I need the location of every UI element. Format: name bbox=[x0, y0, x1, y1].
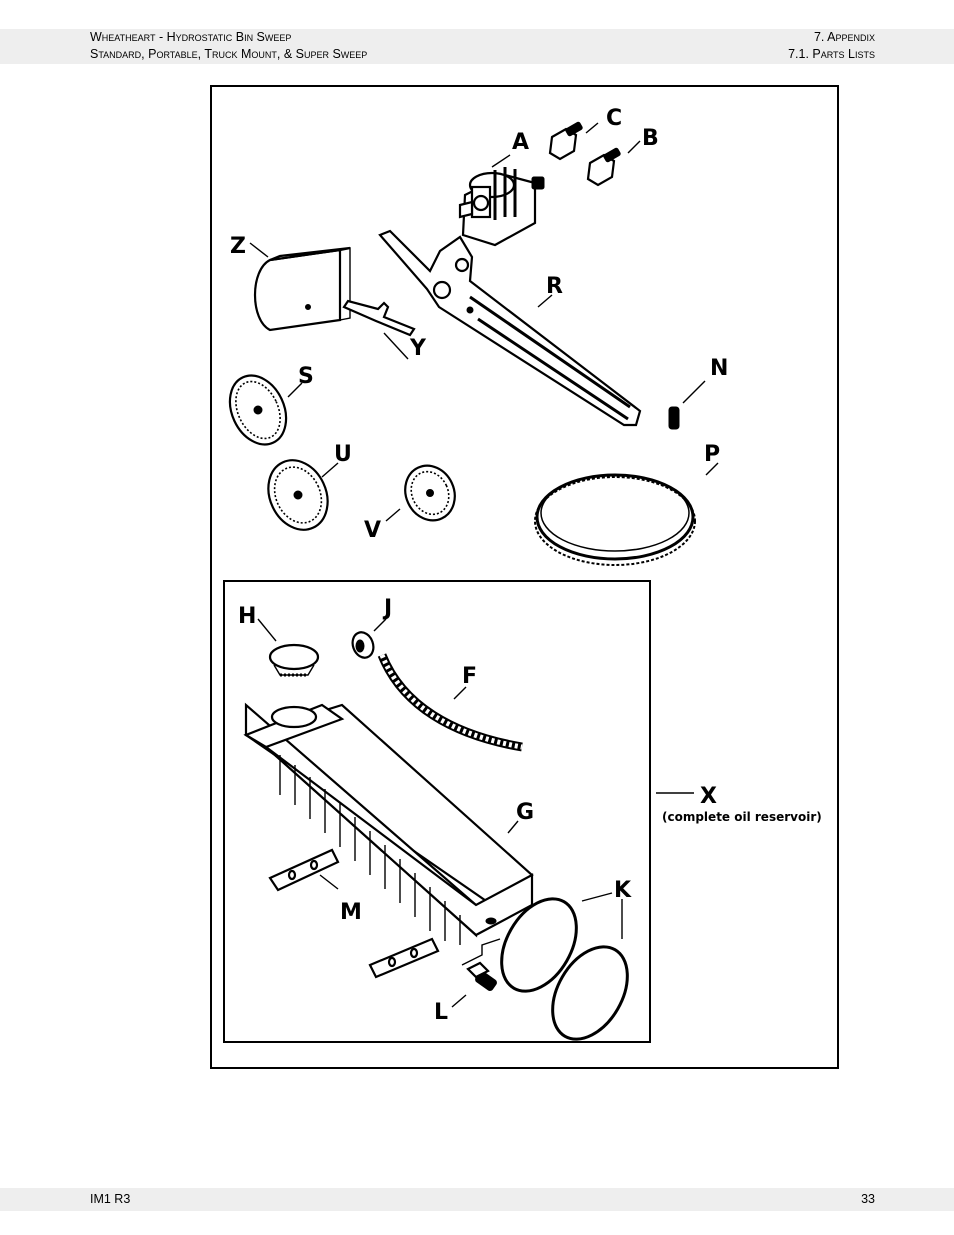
header-subtitle: Standard, Portable, Truck Mount, & Super… bbox=[90, 47, 368, 61]
parts-diagram: A B C Z R Y S N U P V H J F X (complete … bbox=[210, 85, 839, 1069]
part-p-belt bbox=[534, 473, 696, 566]
part-j-nut bbox=[351, 631, 375, 659]
footer-page-number: 33 bbox=[861, 1192, 875, 1206]
label-u: U bbox=[334, 442, 352, 467]
part-r-mount-arm bbox=[378, 229, 642, 427]
reservoir-note: (complete oil reservoir) bbox=[662, 810, 822, 824]
label-h: H bbox=[238, 604, 256, 629]
header-section: 7. Appendix bbox=[813, 30, 875, 44]
page-footer: IM1 R3 33 bbox=[0, 1188, 954, 1211]
label-r: R bbox=[546, 274, 563, 299]
label-p: P bbox=[704, 442, 720, 467]
part-g-reservoir-tank bbox=[243, 702, 534, 945]
label-n: N bbox=[710, 356, 728, 381]
header-subsection: 7.1. Parts Lists bbox=[788, 47, 875, 61]
label-m: M bbox=[340, 900, 362, 925]
label-g: G bbox=[516, 800, 534, 825]
reservoir-box bbox=[223, 580, 651, 1043]
part-s-sheave bbox=[228, 374, 288, 446]
label-v: V bbox=[364, 518, 381, 543]
part-u-sheave bbox=[267, 459, 329, 531]
label-z: Z bbox=[230, 234, 246, 259]
label-k: K bbox=[614, 878, 632, 903]
part-n-fitting bbox=[668, 406, 680, 430]
label-y: Y bbox=[409, 336, 427, 361]
figure-frame bbox=[210, 85, 839, 1069]
footer-doc-id: IM1 R3 bbox=[90, 1192, 131, 1206]
part-y-bracket bbox=[342, 299, 416, 337]
label-s: S bbox=[298, 364, 314, 389]
part-f-hose bbox=[377, 653, 523, 752]
leader-lines bbox=[249, 122, 719, 1008]
part-b-fitting bbox=[586, 147, 621, 187]
page-header: Wheatheart - Hydrostatic Bin Sweep Stand… bbox=[0, 29, 954, 64]
part-l-plug bbox=[461, 938, 501, 991]
part-h-cap bbox=[268, 643, 320, 677]
part-m-strap-upper bbox=[268, 848, 340, 892]
part-v-sheave bbox=[404, 464, 456, 522]
label-f: F bbox=[462, 664, 477, 689]
header-title: Wheatheart - Hydrostatic Bin Sweep bbox=[90, 30, 292, 44]
part-k-o-rings bbox=[500, 897, 629, 1041]
label-l: L bbox=[434, 1000, 448, 1025]
label-j: J bbox=[382, 596, 392, 621]
label-a: A bbox=[512, 130, 529, 155]
part-z-belt-guard bbox=[253, 246, 351, 332]
part-c-fitting bbox=[548, 121, 583, 161]
part-m-strap-lower bbox=[368, 937, 440, 979]
label-c: C bbox=[606, 106, 622, 131]
label-b: B bbox=[642, 126, 659, 151]
part-a-motor bbox=[458, 167, 545, 247]
label-x: X bbox=[700, 784, 717, 809]
